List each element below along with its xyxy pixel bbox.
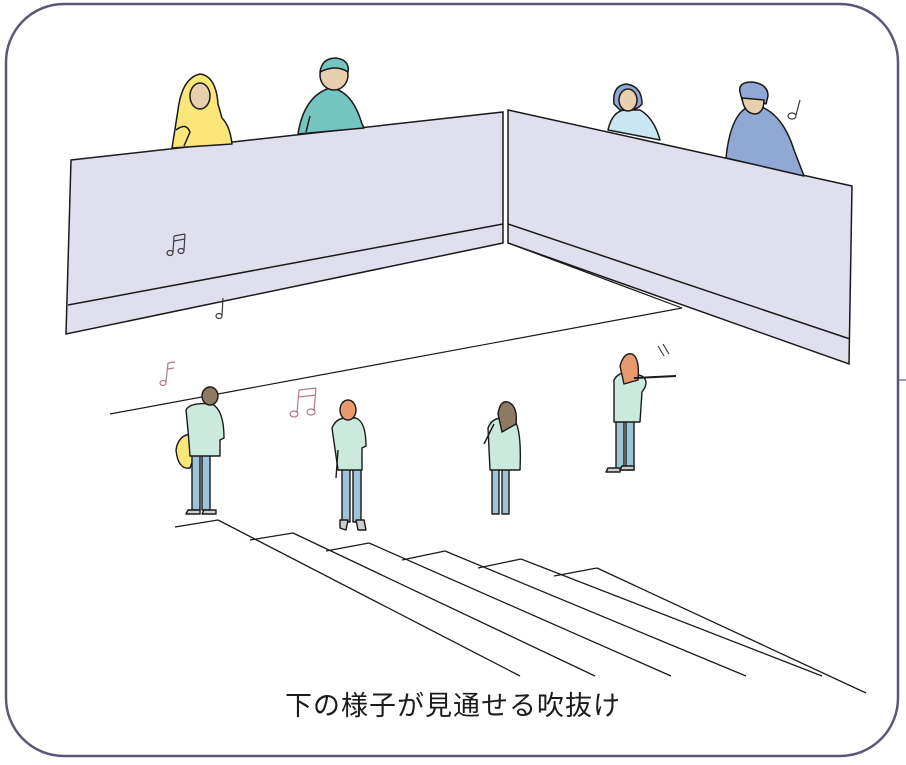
person-teal-top	[297, 57, 365, 135]
floor-edge-line	[507, 242, 683, 309]
stairs	[174, 519, 867, 694]
person-blue-top	[725, 81, 805, 177]
music-note-icon	[787, 99, 801, 120]
person-standing-center	[331, 399, 367, 531]
sound-marks	[657, 343, 670, 357]
beamed-notes-icon	[166, 233, 186, 257]
person-guitar-player	[175, 386, 225, 515]
person-yellow-raincoat	[171, 73, 233, 149]
beamed-notes-icon	[289, 387, 317, 418]
music-note-icon	[159, 361, 176, 387]
person-long-hair	[483, 401, 522, 515]
music-note-icon	[215, 297, 224, 320]
person-light-blue-top	[607, 83, 661, 141]
person-violinist	[605, 353, 677, 473]
caption-text: 下の様子が見通せる吹抜け	[285, 691, 621, 722]
